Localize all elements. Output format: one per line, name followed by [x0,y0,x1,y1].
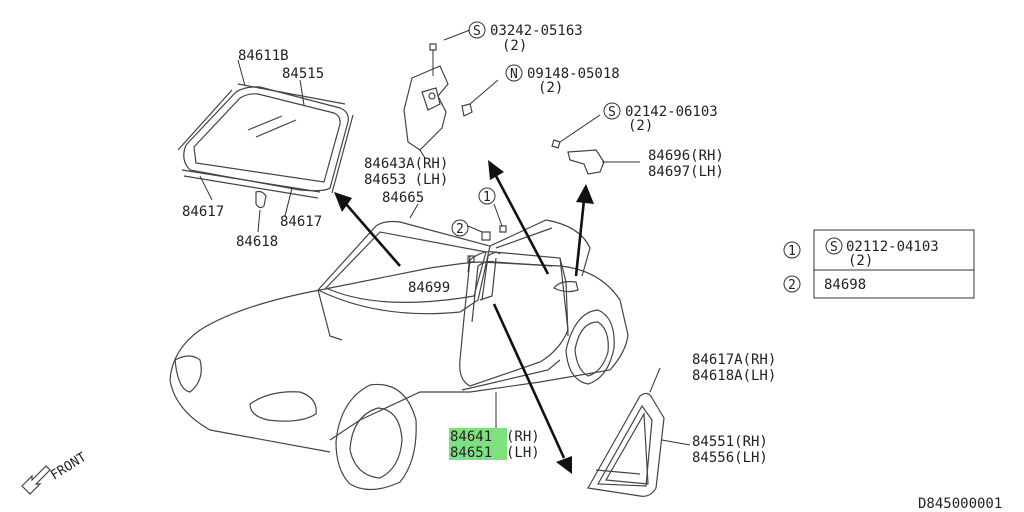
svg-text:2: 2 [456,222,464,237]
fastener-s02142: S 02142-06103 (2) [603,102,718,134]
fastener-qty: (2) [502,38,527,54]
side-bracket [551,114,640,175]
roof-bracket-assembly [403,29,499,159]
highlight-84641 [449,428,507,444]
label-84699: 84699 [408,280,450,296]
diagram-id: D845000001 [918,496,1002,512]
label-84618: 84618 [236,234,278,250]
label-84617-left: 84617 [182,204,224,220]
label-84641-side: (RH) [506,429,540,445]
label-84641-number: 84641 [450,429,492,445]
label-84515: 84515 [282,66,324,82]
car-body [169,203,629,491]
front-indicator: FRONT [21,450,89,495]
label-84665: 84665 [382,190,424,206]
label-84556: 84556(LH) [692,450,768,466]
svg-text:1: 1 [483,190,491,205]
fastener-code: 03242-05163 [490,23,583,39]
legend-table: 1 S 02112-04103 (2) 2 84698 [783,229,975,299]
fastener-code: 09148-05018 [527,66,620,82]
label-84618a: 84618A(LH) [692,368,776,384]
label-84643a: 84643A(RH) [364,156,448,172]
label-84611b: 84611B [238,48,289,64]
front-label: FRONT [48,450,89,484]
highlight-84651 [449,444,507,460]
fastener-badge-n: N [510,67,518,82]
label-84696: 84696(RH) [648,148,724,164]
label-84617-right: 84617 [280,214,322,230]
fastener-s03242: S 03242-05163 (2) [468,21,583,54]
legend-row1-num: 1 [788,244,796,259]
legend-row1-code: 02112-04103 [846,239,939,255]
legend-row2-code: 84698 [824,277,866,293]
windshield-assembly [177,59,354,233]
label-84653: 84653 (LH) [364,172,448,188]
quarter-window [587,367,691,497]
fastener-qty: (2) [628,118,653,134]
label-84551: 84551(RH) [692,434,768,450]
pointer-arrows [334,160,594,474]
legend-row2-num: 2 [788,278,796,293]
callout-1: 1 [478,187,496,205]
legend-row1-badge: S [830,240,838,255]
fastener-badge-s: S [473,24,481,39]
fastener-badge-s: S [608,105,616,120]
fastener-code: 02142-06103 [625,104,718,120]
fastener-qty: (2) [538,80,563,96]
fastener-n09148: N 09148-05018 (2) [505,64,620,96]
callout-2: 2 [451,219,469,237]
label-84651-side: (LH) [506,445,540,461]
label-84617a: 84617A(RH) [692,352,776,368]
label-84697: 84697(LH) [648,164,724,180]
legend-row1-qty: (2) [848,253,873,269]
label-84651-number: 84651 [450,445,492,461]
